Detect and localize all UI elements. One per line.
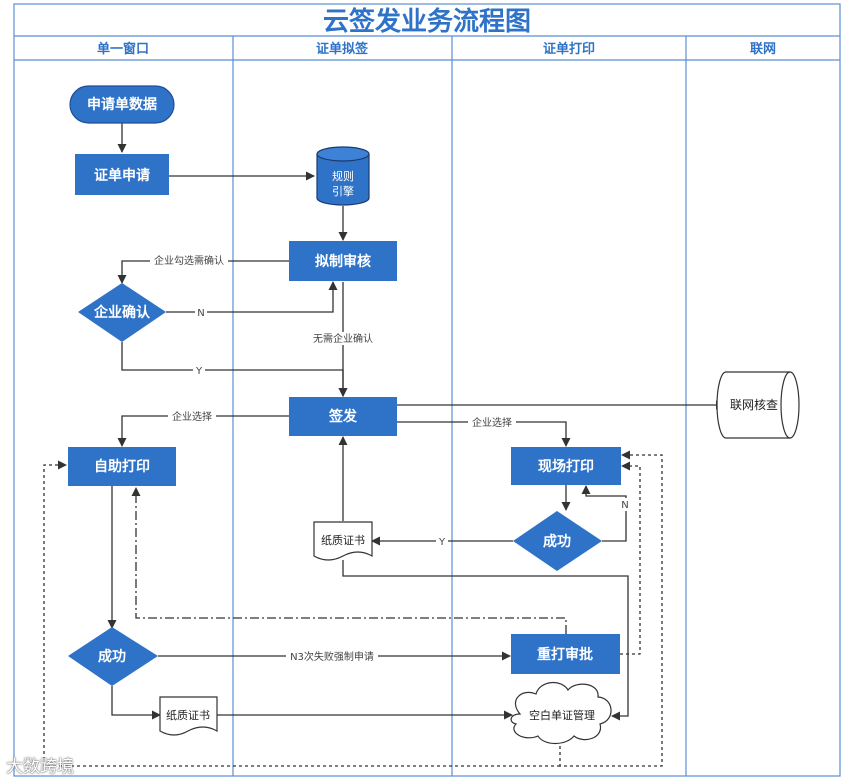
edge-label-n2: N bbox=[621, 500, 628, 511]
dashed-edges bbox=[43, 450, 663, 767]
document-paper-cert-left[interactable] bbox=[159, 696, 218, 736]
edge-reprint-to-onsite bbox=[620, 461, 641, 655]
diagram-title: 云签发业务流程图 bbox=[323, 6, 531, 37]
document-paper-cert-mid[interactable] bbox=[313, 521, 373, 561]
process-self-print[interactable] bbox=[68, 447, 176, 486]
process-draft-review[interactable] bbox=[289, 241, 397, 281]
edge-label-y2: Y bbox=[438, 537, 446, 548]
edge-label-ent-select-right: 企业选择 bbox=[472, 416, 512, 429]
edge-success-no bbox=[581, 485, 627, 542]
lane-header-cert-printing: 证单打印 bbox=[543, 41, 595, 57]
start-node-apply-data[interactable] bbox=[69, 85, 175, 124]
decision-enterprise-confirm[interactable] bbox=[78, 283, 166, 342]
decision-success-left[interactable] bbox=[68, 627, 158, 686]
document-paper-cert-left-label: 纸质证书 bbox=[166, 709, 210, 722]
database-rule-engine[interactable] bbox=[316, 146, 370, 206]
process-reprint-approve-label: 重打审批 bbox=[537, 646, 593, 663]
edge-confirm-no bbox=[166, 281, 338, 313]
edge-label-ent-select-left: 企业选择 bbox=[172, 410, 212, 423]
edge-label-fail3-reprint: N3次失败强制申请 bbox=[290, 650, 374, 663]
process-self-print-label: 自助打印 bbox=[94, 458, 150, 475]
decision-enterprise-confirm-label: 企业确认 bbox=[93, 304, 151, 321]
decision-success-right-label: 成功 bbox=[543, 533, 571, 550]
process-onsite-print-label: 现场打印 bbox=[538, 458, 594, 475]
edge-labels: 企业勾选需确认 N 无需企业确认 Y 企业选择 企业选择 N Y N3次失败强制… bbox=[150, 254, 631, 663]
database-label-line2: 引擎 bbox=[332, 184, 354, 198]
process-issue[interactable] bbox=[289, 397, 397, 436]
swimlane-frame bbox=[13, 3, 841, 777]
cloud-blank-cert-mgmt-label: 空白单证管理 bbox=[529, 708, 595, 722]
watermark: 大数跨境 bbox=[6, 757, 74, 777]
document-paper-cert-mid-label: 纸质证书 bbox=[321, 534, 365, 547]
edge-issue-to-selfprint bbox=[117, 415, 289, 447]
edge-label-no-ent-confirm: 无需企业确认 bbox=[313, 332, 373, 345]
process-issue-label: 签发 bbox=[328, 408, 358, 425]
edge-label-y1: Y bbox=[195, 366, 203, 377]
lane-header-cert-drafting: 证单拟签 bbox=[316, 41, 369, 57]
start-node-label: 申请单数据 bbox=[87, 96, 157, 113]
edge-label-n1: N bbox=[197, 308, 204, 319]
storage-net-check[interactable] bbox=[716, 371, 800, 439]
storage-net-check-label: 联网核查 bbox=[730, 398, 778, 412]
process-draft-review-label: 拟制审核 bbox=[315, 253, 371, 270]
edge-review-to-confirm bbox=[117, 260, 289, 284]
edge-blank-to-selfprint bbox=[43, 460, 560, 767]
decision-success-left-label: 成功 bbox=[98, 648, 126, 665]
edge-issue-to-onsite bbox=[397, 421, 571, 447]
edge-label-ent-check-needed: 企业勾选需确认 bbox=[154, 254, 224, 267]
process-cert-apply[interactable] bbox=[75, 154, 169, 195]
decision-success-right[interactable] bbox=[513, 511, 602, 571]
process-reprint-approve[interactable] bbox=[511, 634, 620, 674]
cloud-blank-cert-mgmt[interactable] bbox=[510, 682, 612, 745]
lane-header-single-window: 单一窗口 bbox=[97, 41, 149, 57]
edge-success-to-paper bbox=[111, 686, 161, 720]
database-label-line1: 规则 bbox=[332, 169, 354, 183]
lane-header-network: 联网 bbox=[750, 42, 776, 57]
edge-reprint-to-selfprint bbox=[131, 487, 567, 634]
edge-blank-to-onsite bbox=[559, 450, 663, 767]
process-onsite-print[interactable] bbox=[511, 447, 621, 485]
edge-paper-to-blank bbox=[342, 560, 629, 721]
process-cert-apply-label: 证单申请 bbox=[94, 167, 150, 184]
